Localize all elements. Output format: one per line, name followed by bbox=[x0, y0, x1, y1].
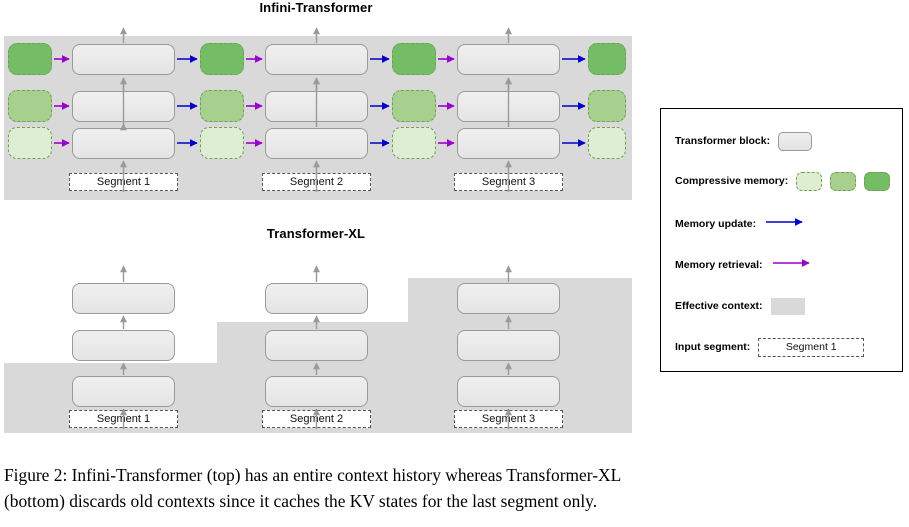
infini-block-seg2-layer2 bbox=[265, 91, 368, 122]
xl-block-seg3-layer3 bbox=[457, 283, 560, 314]
legend-row-transformer-block: Transformer block: bbox=[675, 131, 813, 151]
xl-input-segment-3: Segment 3 bbox=[454, 410, 563, 428]
legend-label-memory-update: Memory update: bbox=[675, 218, 757, 230]
transformer-xl-title: Transformer-XL bbox=[266, 226, 366, 241]
memory-block-col2-layer1 bbox=[200, 127, 244, 159]
memory-block-col4-layer1 bbox=[588, 127, 626, 159]
legend-row-memory-retrieval: Memory retrieval: bbox=[675, 255, 815, 275]
memory-block-col3-layer3 bbox=[392, 43, 436, 75]
memory-block-col2-layer3 bbox=[200, 43, 244, 75]
legend-row-memory-update: Memory update: bbox=[675, 214, 808, 234]
memory-medium-swatch-icon bbox=[830, 171, 857, 191]
legend-row-effective-context: Effective context: bbox=[675, 296, 805, 316]
xl-block-seg2-layer3 bbox=[265, 283, 368, 314]
legend-box: Transformer block: Compressive memory: M… bbox=[660, 108, 903, 372]
legend-label-effective-context: Effective context: bbox=[675, 300, 763, 312]
memory-block-col1-layer2 bbox=[8, 90, 52, 122]
infini-input-segment-1: Segment 1 bbox=[69, 173, 178, 191]
infini-transformer-title: Infini-Transformer bbox=[259, 0, 373, 15]
transformer-block-swatch-icon bbox=[778, 131, 813, 151]
memory-block-col1-layer3 bbox=[8, 43, 52, 75]
xl-block-seg2-layer1 bbox=[265, 376, 368, 407]
infini-block-seg1-layer3 bbox=[72, 44, 175, 75]
xl-block-seg3-layer2 bbox=[457, 330, 560, 361]
memory-block-col3-layer2 bbox=[392, 90, 436, 122]
xl-block-seg1-layer1 bbox=[72, 376, 175, 407]
xl-input-segment-2: Segment 2 bbox=[262, 410, 371, 428]
caption-line-1: Figure 2: Infini-Transformer (top) has a… bbox=[4, 465, 622, 485]
legend-row-compressive-memory: Compressive memory: bbox=[675, 171, 891, 191]
xl-input-segment-1: Segment 1 bbox=[69, 410, 178, 428]
legend-label-input-segment: Input segment: bbox=[675, 341, 751, 353]
infini-input-segment-3: Segment 3 bbox=[454, 173, 563, 191]
infini-block-seg1-layer1 bbox=[72, 128, 175, 159]
memory-block-col3-layer1 bbox=[392, 127, 436, 159]
infini-block-seg2-layer1 bbox=[265, 128, 368, 159]
legend-label-compressive-memory: Compressive memory: bbox=[675, 175, 789, 187]
infini-block-seg3-layer2 bbox=[457, 91, 560, 122]
infini-block-seg1-layer2 bbox=[72, 91, 175, 122]
memory-block-col4-layer2 bbox=[588, 90, 626, 122]
infini-block-seg3-layer3 bbox=[457, 44, 560, 75]
xl-block-seg1-layer2 bbox=[72, 330, 175, 361]
memory-update-arrow-icon bbox=[764, 215, 808, 233]
input-segment-swatch: Segment 1 bbox=[758, 337, 865, 357]
figure-caption: Figure 2: Infini-Transformer (top) has a… bbox=[4, 462, 905, 514]
xl-block-seg3-layer1 bbox=[457, 376, 560, 407]
memory-block-col1-layer1 bbox=[8, 127, 52, 159]
memory-retrieval-arrow-icon bbox=[771, 256, 815, 274]
caption-line-2: (bottom) discards old contexts since it … bbox=[4, 491, 598, 511]
memory-block-col4-layer3 bbox=[588, 43, 626, 75]
xl-block-seg2-layer2 bbox=[265, 330, 368, 361]
memory-dark-swatch-icon bbox=[864, 171, 891, 191]
memory-light-swatch-icon bbox=[796, 171, 823, 191]
memory-block-col2-layer2 bbox=[200, 90, 244, 122]
legend-label-memory-retrieval: Memory retrieval: bbox=[675, 259, 763, 271]
legend-row-input-segment: Input segment: Segment 1 bbox=[675, 337, 865, 357]
infini-block-seg3-layer1 bbox=[457, 128, 560, 159]
xl-block-seg1-layer3 bbox=[72, 283, 175, 314]
infini-block-seg2-layer3 bbox=[265, 44, 368, 75]
infini-input-segment-2: Segment 2 bbox=[262, 173, 371, 191]
legend-label-transformer-block: Transformer block: bbox=[675, 135, 771, 147]
effective-context-swatch-icon bbox=[770, 297, 805, 315]
